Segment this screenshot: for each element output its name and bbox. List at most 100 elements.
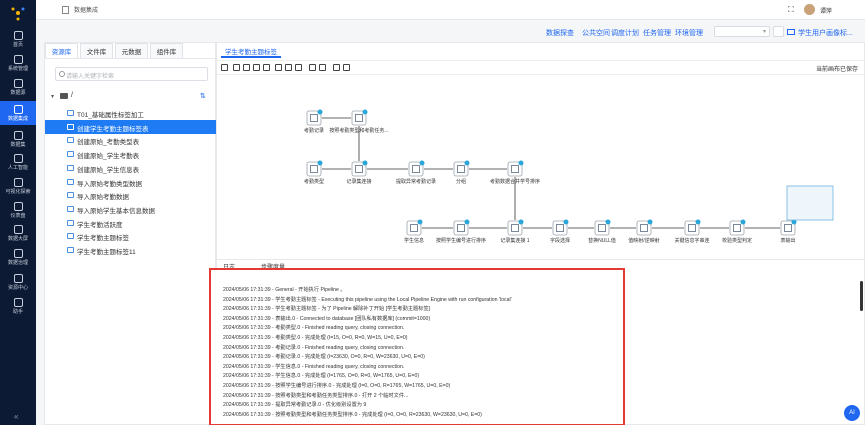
tree-item[interactable]: 创建原始_学生考勤表 — [45, 147, 216, 161]
pipeline-node[interactable] — [552, 219, 569, 236]
env-settings-button[interactable] — [773, 26, 784, 37]
success-check-icon — [563, 219, 569, 225]
success-check-icon — [464, 160, 470, 166]
stop-icon[interactable] — [253, 64, 260, 71]
pipeline-node-label: 替换NULL值 — [588, 238, 616, 244]
pipeline-node[interactable] — [636, 219, 653, 236]
pipeline-node[interactable] — [453, 219, 470, 236]
tab-resource-0[interactable]: 资源库 — [45, 43, 78, 58]
link-env-manage[interactable]: 环境管理 — [675, 30, 703, 37]
nav-icon — [13, 54, 23, 64]
pipeline-file-icon — [67, 123, 74, 130]
nav-label: 仪表盘 — [10, 212, 26, 219]
app-icon — [787, 29, 795, 35]
publish-icon[interactable] — [343, 64, 350, 71]
link-app[interactable]: 学生用户画像标... — [798, 30, 853, 37]
preview-icon[interactable] — [263, 64, 270, 71]
save-icon[interactable] — [221, 64, 228, 71]
tree-item[interactable]: T01_基础属性标签加工 — [45, 106, 216, 120]
workspace: 学生考勤主题标签 当前画布已保存 考勤记录按照考勤类型和考勤任务...考勤类型记… — [209, 42, 865, 425]
tree-item[interactable]: 导入原始考勤类型数据 — [45, 175, 216, 189]
tree-item[interactable]: 导入原始考勤数据 — [45, 188, 216, 202]
tree-item[interactable]: 学生考勤主题标签11 — [45, 243, 216, 257]
pipeline-node[interactable] — [351, 109, 368, 126]
run-icon[interactable] — [233, 64, 240, 71]
tree-item[interactable]: 学生考勤活跃度 — [45, 216, 216, 230]
log-line: 2024/05/06 17:31:39 - 按照考勤类型和考勤任务类型排序.0 … — [223, 392, 409, 399]
pipeline-file-icon — [67, 192, 74, 199]
avatar[interactable] — [804, 4, 815, 15]
pipeline-node-label: 校验类型判定 — [721, 238, 753, 244]
root-label: / — [71, 92, 73, 99]
save-status: 当前画布已保存 — [815, 67, 858, 73]
link-data-explore[interactable]: 数据探查 — [546, 30, 574, 37]
pipeline-node[interactable] — [408, 160, 425, 177]
nav-item-4[interactable]: 数据集 — [0, 127, 36, 151]
nav-label: 可视化探索 — [5, 188, 31, 195]
env-select[interactable]: ▾ — [714, 26, 770, 37]
pipeline-node-label: 提取异常考勤记录 — [395, 179, 437, 185]
nav-item-5[interactable]: 人工智能 — [0, 150, 36, 174]
lock-icon[interactable] — [333, 64, 340, 71]
tab-resource-1[interactable]: 文件库 — [80, 43, 113, 58]
caret-down-icon[interactable]: ▾ — [51, 94, 55, 100]
pipeline-node[interactable] — [351, 160, 368, 177]
nav-item-9[interactable]: 数据治理 — [0, 245, 36, 269]
log-line: 2024/05/06 17:31:39 - 考勤记录.0 - Finished … — [223, 344, 405, 351]
pipeline-canvas[interactable]: 考勤记录按照考勤类型和考勤任务...考勤类型记录集连接提取异常考勤记录分组考勤数… — [217, 76, 864, 261]
search-input[interactable]: 请输入关键字检索 — [55, 67, 208, 81]
nav-icon — [13, 30, 23, 40]
tree-item[interactable]: 学生考勤主题标签 — [45, 229, 216, 243]
undo-icon[interactable] — [309, 64, 316, 71]
log-scrollbar[interactable] — [860, 281, 863, 311]
pipeline-node-label: 字段选择 — [549, 238, 571, 244]
collapse-nav-icon[interactable]: « — [14, 412, 19, 421]
nav-item-11[interactable]: 助手 — [0, 294, 36, 318]
pipeline-node[interactable] — [406, 219, 423, 236]
nav-item-10[interactable]: 资源中心 — [0, 270, 36, 294]
pipeline-node[interactable] — [507, 219, 524, 236]
nav-item-8[interactable]: 数据大屏 — [0, 221, 36, 245]
nav-item-1[interactable]: 系统管理 — [0, 51, 36, 75]
user-name[interactable]: 谭萍 — [820, 9, 833, 15]
pipeline-node[interactable] — [453, 160, 470, 177]
pipeline-node[interactable] — [684, 219, 701, 236]
pipeline-node[interactable] — [306, 160, 323, 177]
tab-resource-3[interactable]: 组件库 — [150, 43, 183, 58]
pause-icon[interactable] — [243, 64, 250, 71]
nav-item-7[interactable]: 仪表盘 — [0, 198, 36, 222]
tab-pipeline-file[interactable]: 学生考勤主题标签 — [221, 45, 281, 58]
pipeline-node-label: 表输出 — [780, 238, 796, 244]
link-public-space[interactable]: 公共空间 — [582, 30, 610, 37]
analyze-icon[interactable] — [285, 64, 292, 71]
pipeline-node[interactable] — [780, 219, 797, 236]
nav-icon — [13, 104, 23, 114]
check-icon[interactable] — [275, 64, 282, 71]
nav-icon — [13, 78, 23, 88]
nav-item-3[interactable]: 数据集成 — [0, 101, 36, 125]
log-line: 2024/05/06 17:31:39 - 学生考勤主题标签 - 为了 Pipe… — [223, 306, 430, 313]
link-schedule[interactable]: 调度计划 — [611, 30, 639, 37]
tree-item-label: 学生考勤主题标签11 — [77, 249, 136, 256]
redo-icon[interactable] — [319, 64, 326, 71]
grid-icon[interactable] — [295, 64, 302, 71]
pipeline-node[interactable] — [729, 219, 746, 236]
tree-item[interactable]: 创建学生考勤主题标签表 — [45, 119, 216, 134]
nav-item-0[interactable]: 首页 — [0, 27, 36, 51]
tree-item[interactable]: 创建原始_学生信息表 — [45, 161, 216, 175]
pipeline-node[interactable] — [507, 160, 524, 177]
nav-item-6[interactable]: 可视化探索 — [0, 174, 36, 198]
canvas-minimap[interactable] — [786, 185, 834, 221]
tree-root[interactable]: ▾ / ⇅ — [51, 92, 211, 102]
pipeline-node[interactable] — [306, 109, 323, 126]
ai-assistant-button[interactable]: AI — [844, 405, 860, 421]
sort-icon[interactable]: ⇅ — [200, 93, 206, 100]
tree-item[interactable]: 导入原始学生基本信息数据 — [45, 202, 216, 216]
tree-item[interactable]: 创建原始_考勤类型表 — [45, 133, 216, 147]
pipeline-node[interactable] — [594, 219, 611, 236]
tab-resource-2[interactable]: 元数据 — [115, 43, 148, 58]
link-task-manage[interactable]: 任务管理 — [643, 30, 671, 37]
fullscreen-icon[interactable]: ⛶ — [788, 5, 794, 14]
success-check-icon — [362, 160, 368, 166]
nav-item-2[interactable]: 数据源 — [0, 75, 36, 99]
